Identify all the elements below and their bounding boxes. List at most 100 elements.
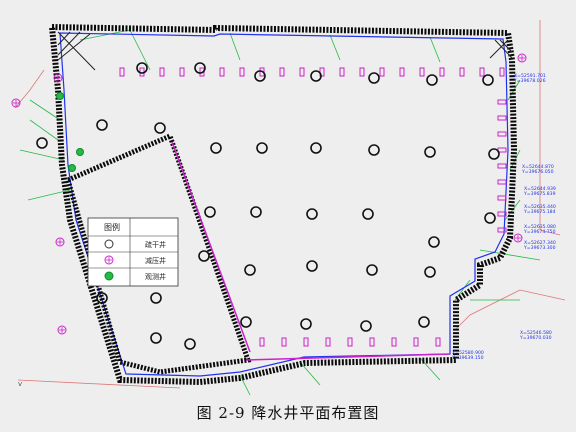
pump-mark [219, 67, 225, 77]
pressure-relief-well [57, 325, 67, 335]
guide-line [29, 119, 59, 141]
pump-mark [497, 131, 507, 137]
pump-mark [497, 147, 507, 153]
pump-marks [119, 67, 507, 347]
pump-mark [347, 337, 353, 347]
observation-well-icon [104, 271, 114, 281]
pump-mark [479, 67, 485, 77]
coordinate-x-label: X=52644.870 [522, 164, 554, 170]
legend-label-observation: 观测井 [145, 272, 166, 281]
green-guide-lines [19, 29, 541, 396]
dewatering-well [488, 148, 500, 160]
dewatering-well [154, 122, 166, 134]
pump-mark [239, 67, 245, 77]
dewatering-well [368, 144, 380, 156]
dewatering-well [136, 62, 148, 74]
pump-mark [497, 195, 507, 201]
dewatering-well [310, 142, 322, 154]
guide-line [79, 29, 131, 41]
dewatering-well [210, 142, 222, 154]
site-boundary-lines [14, 20, 566, 389]
pump-mark [419, 67, 425, 77]
guide-line [129, 29, 151, 71]
guide-line [454, 279, 471, 301]
inner-section-outline [64, 132, 451, 375]
pump-mark [303, 337, 309, 347]
coordinate-y-label: Y=39639.150 [451, 355, 484, 361]
pump-mark [497, 211, 507, 217]
coordinate-x-label: X=52635.080 [524, 224, 556, 230]
pressure-relief-well [513, 233, 523, 243]
legend-label-pressure-relief: 减压井 [145, 256, 166, 265]
pump-mark [497, 163, 507, 169]
pressure-relief-well-icon [104, 255, 114, 265]
pump-mark [179, 67, 185, 77]
coordinate-y-label: Y=39675.839 [523, 191, 556, 197]
coordinate-y-label: Y=39673.300 [523, 245, 556, 251]
pump-mark [399, 67, 405, 77]
pressure-relief-well-ring [11, 98, 21, 108]
pressure-relief-well-ring [513, 233, 523, 243]
pressure-relief-well-ring [57, 325, 67, 335]
pressure-relief-well [53, 73, 63, 83]
pump-mark [359, 67, 365, 77]
pump-mark [391, 337, 397, 347]
pump-mark [499, 67, 505, 77]
pump-mark [459, 67, 465, 77]
dewatering-well [310, 70, 322, 82]
excavation-pit-outline [48, 23, 518, 386]
dewatering-plan-drawing: 图例 疏干井 减压井 观测井 X=52591.701Y=39678.026X=5… [11, 20, 566, 396]
coordinate-x-label: X=52546.580 [520, 330, 552, 336]
dewatering-well [484, 212, 496, 224]
dewatering-well [306, 260, 318, 272]
dewatering-well [254, 70, 266, 82]
dewatering-well [198, 250, 210, 262]
pump-mark [369, 337, 375, 347]
pump-mark [339, 67, 345, 77]
dewatering-well [150, 292, 162, 304]
pump-mark [281, 337, 287, 347]
guide-line [29, 99, 61, 121]
pump-mark [497, 227, 507, 233]
legend-title: 图例 [104, 222, 120, 232]
pressure-relief-well [517, 53, 527, 63]
guide-line [329, 34, 341, 61]
guide-line [229, 32, 241, 61]
coordinate-x-label: X=52580.900 [452, 350, 484, 356]
pressure-relief-well-ring [517, 53, 527, 63]
coordinate-y-label: Y=39675.184 [523, 209, 556, 215]
coordinate-y-label: Y=39674.750 [523, 229, 556, 235]
guide-line [239, 374, 251, 396]
well-layer [11, 53, 527, 350]
corner-bracing [57, 31, 513, 71]
legend-label-dewatering: 疏干井 [145, 240, 166, 249]
guide-line [19, 149, 65, 161]
coordinate-labels: X=52591.701Y=39678.026X=52644.870Y=39676… [451, 73, 556, 361]
pump-mark [413, 337, 419, 347]
dewatering-well [300, 318, 312, 330]
dewatering-well [360, 320, 372, 332]
dewatering-well [150, 332, 162, 344]
pump-mark [279, 67, 285, 77]
observation-well [76, 148, 84, 156]
pressure-relief-well-ring [55, 237, 65, 247]
pump-mark [299, 67, 305, 77]
dewatering-well [240, 316, 252, 328]
coordinate-x-label: X=52644.939 [524, 186, 556, 192]
pump-mark [497, 179, 507, 185]
guide-line [429, 36, 441, 63]
dewatering-well [428, 236, 440, 248]
pump-mark [497, 99, 507, 105]
dewatering-well [368, 72, 380, 84]
dewatering-well-icon [104, 239, 114, 249]
dewatering-well [418, 316, 430, 328]
pump-mark [259, 337, 265, 347]
pump-mark [435, 337, 441, 347]
coordinate-y-label: Y=39676.050 [521, 169, 554, 175]
pump-mark [159, 67, 165, 77]
pump-mark [379, 67, 385, 77]
coordinate-y-label: Y=39670.030 [519, 335, 552, 341]
pump-mark [325, 337, 331, 347]
observation-well [68, 164, 76, 172]
